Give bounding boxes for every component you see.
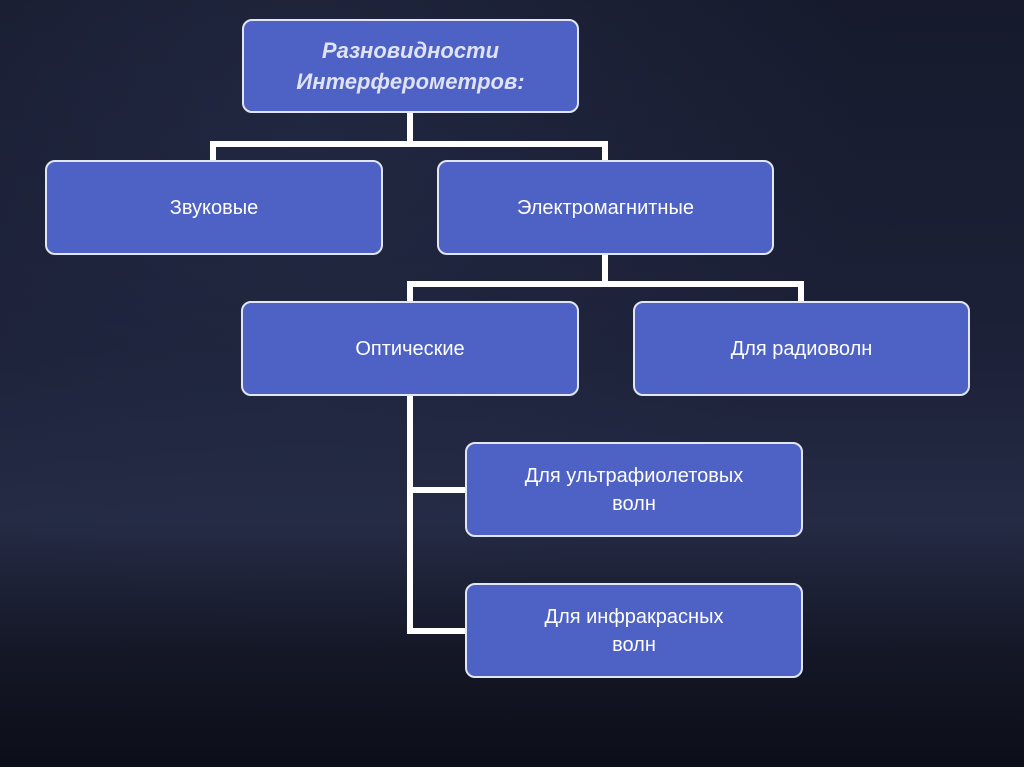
node-sound-label: Звуковые	[169, 196, 259, 219]
node-ultraviolet-waves: Для ультрафиолетовых волн	[465, 442, 803, 537]
root-title-line1: Разновидности	[321, 38, 500, 63]
node-optical-label: Оптические	[355, 337, 465, 360]
connector-root-children	[210, 109, 608, 165]
node-infrared-line1: Для инфракрасных	[544, 605, 724, 628]
node-ultraviolet-line1: Для ультрафиолетовых	[524, 464, 744, 487]
node-radio-waves: Для радиоволн	[633, 301, 970, 396]
connector-electromagnetic-children	[407, 251, 804, 305]
node-optical: Оптические	[241, 301, 579, 396]
node-electromagnetic: Электромагнитные	[437, 160, 774, 255]
root-title-line2: Интерферометров:	[296, 69, 525, 94]
node-electromagnetic-label: Электромагнитные	[517, 196, 694, 219]
node-radio-waves-label: Для радиоволн	[730, 337, 873, 360]
connector-optical-children	[407, 392, 469, 634]
node-sound: Звуковые	[45, 160, 383, 255]
node-infrared-waves: Для инфракрасных волн	[465, 583, 803, 678]
node-infrared-text: Для инфракрасных волн	[545, 603, 724, 659]
root-node-interferometer-types: Разновидности Интерферометров:	[242, 19, 579, 113]
node-infrared-line2: волн	[612, 633, 656, 656]
node-ultraviolet-text: Для ультрафиолетовых волн	[525, 462, 744, 518]
node-ultraviolet-line2: волн	[612, 492, 656, 515]
root-node-text: Разновидности Интерферометров:	[296, 35, 524, 97]
